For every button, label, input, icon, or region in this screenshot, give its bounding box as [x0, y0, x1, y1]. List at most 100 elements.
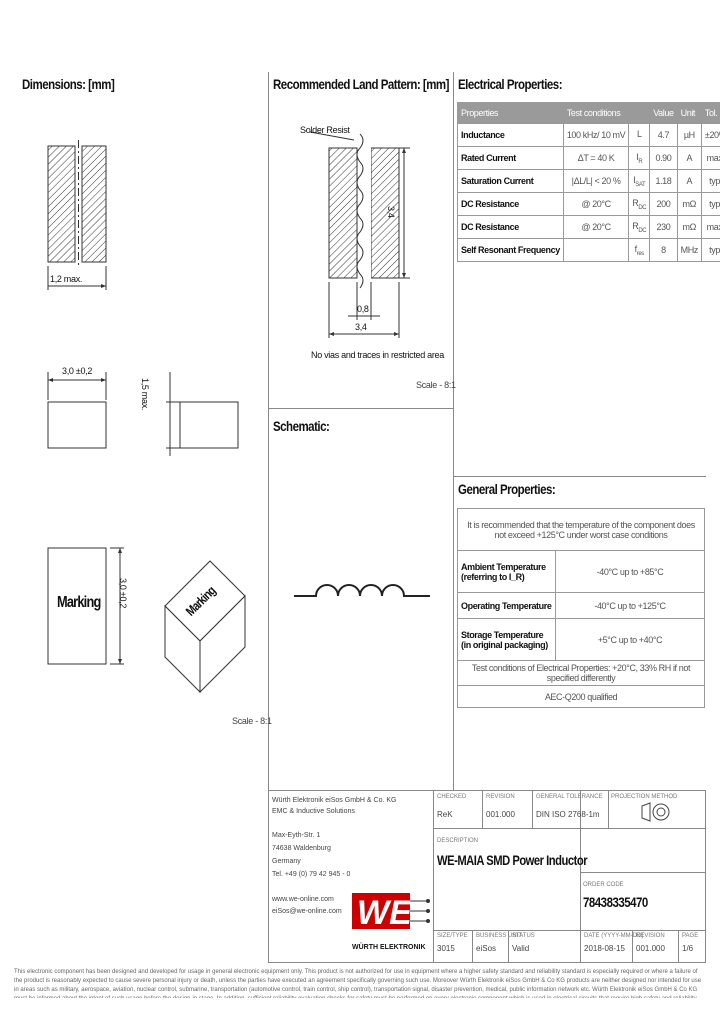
- value-cell: 8: [649, 238, 678, 262]
- table-row: DC Resistance @ 20°C RDC 230 mΩ max.: [457, 215, 720, 239]
- sym-cell: RDC: [628, 215, 651, 239]
- divider-right: [453, 72, 454, 790]
- land-pad-left: [328, 147, 358, 279]
- sym-cell: RDC: [628, 192, 651, 216]
- address-country: Germany: [272, 858, 301, 865]
- side-view-body: [179, 401, 239, 449]
- prop-cell: Inductance: [457, 123, 564, 147]
- value-cell: 4.7: [649, 123, 678, 147]
- projection-icon: [641, 802, 670, 822]
- tol-cell: typ.: [700, 238, 720, 262]
- table-row: Operating Temperature -40°C up to +125°C: [457, 592, 705, 619]
- iso-right: [199, 594, 246, 694]
- table-row: Self Resonant Frequency fres 8 MHz typ.: [457, 238, 720, 262]
- date-label: DATE (YYYY-MM-DD): [584, 933, 644, 939]
- projection-label: PROJECTION METHOD: [611, 794, 678, 800]
- land-pad-right: [370, 147, 400, 279]
- prop-cell: Self Resonant Frequency: [457, 238, 564, 262]
- revision-label: REVISION: [636, 933, 665, 939]
- general-value: -40°C up to +125°C: [555, 592, 705, 619]
- land-note: No vias and traces in restricted area: [311, 350, 444, 360]
- land-width-label: 3,4: [355, 322, 367, 332]
- table-row: AEC-Q200 qualified: [457, 685, 705, 708]
- electrical-heading: Electrical Properties:: [458, 76, 563, 92]
- company-name: Würth Elektronik eiSos GmbH & Co. KG: [272, 797, 397, 804]
- address-street: Max-Eyth-Str. 1: [272, 832, 321, 839]
- sym-cell: IR: [628, 146, 651, 170]
- col-properties: Properties: [457, 102, 564, 124]
- general-tol-label: GENERAL TOLERANCE: [536, 794, 603, 800]
- page-value: 1/6: [682, 944, 694, 953]
- title-block: [268, 790, 706, 963]
- we-logo: WE: [352, 893, 430, 932]
- col-value: Value: [649, 102, 678, 124]
- schematic-heading: Schematic:: [273, 418, 330, 434]
- sym-cell: L: [628, 123, 651, 147]
- table-row: Ambient Temperature (referring to I_R) -…: [457, 550, 705, 593]
- prop-cell: DC Resistance: [457, 215, 564, 239]
- table-row: Saturation Current |ΔL/L| < 20 % ISAT 1.…: [457, 169, 720, 193]
- value-cell: 200: [649, 192, 678, 216]
- size-value: 3015: [437, 944, 455, 953]
- aec-qualified: AEC-Q200 qualified: [457, 685, 705, 708]
- address-city: 74638 Waldenburg: [272, 845, 331, 852]
- land-scale: Scale - 8:1: [416, 380, 456, 390]
- front-view-body: [47, 401, 107, 449]
- status-value: Valid: [512, 944, 530, 953]
- product-description: WE-MAIA SMD Power Inductor: [437, 852, 588, 868]
- value-cell: 0.90: [649, 146, 678, 170]
- dimensions-drawing: [47, 140, 246, 694]
- prop-cell: DC Resistance: [457, 192, 564, 216]
- land-pad-label: 0,8: [357, 304, 369, 314]
- table-row: It is recommended that the temperature o…: [457, 508, 705, 551]
- pad-left: [47, 145, 76, 263]
- logo-text: WÜRTH ELEKTRONIK: [352, 944, 426, 951]
- created-label: CHECKED: [437, 794, 467, 800]
- value-cell: 1.18: [649, 169, 678, 193]
- height-label: 1,5 max.: [140, 378, 150, 411]
- email: eiSos@we-online.com: [272, 908, 342, 915]
- general-label: Ambient Temperature (referring to I_R): [457, 550, 556, 593]
- table-row: Rated Current ΔT = 40 K IR 0.90 A max.: [457, 146, 720, 170]
- description-label: DESCRIPTION: [437, 838, 479, 844]
- unit-cell: mΩ: [676, 192, 702, 216]
- table-row: Test conditions of Electrical Properties…: [457, 660, 705, 686]
- order-code-label: ORDER CODE: [583, 882, 624, 888]
- tol-cell: max.: [700, 215, 720, 239]
- website: www.we-online.com: [272, 896, 334, 903]
- general-label: Storage Temperature (in original packagi…: [457, 618, 556, 661]
- electrical-header-row: Properties Test conditions Value Unit To…: [457, 102, 720, 124]
- col-unit: Unit: [676, 102, 702, 124]
- footer-disclaimer: This electronic component has been desig…: [14, 969, 702, 998]
- pad-right: [81, 145, 107, 263]
- general-value: -40°C up to +85°C: [555, 550, 705, 593]
- business-label: BUSINESS UNIT: [476, 933, 523, 939]
- cond-cell: @ 20°C: [562, 215, 630, 239]
- solder-resist-label: Solder Resist: [300, 125, 350, 135]
- general-heading: General Properties:: [458, 481, 556, 497]
- land-pattern-drawing: [309, 131, 410, 338]
- sym-cell: fres: [628, 238, 651, 262]
- side-label: 3,0 ±0,2: [118, 578, 128, 609]
- tol-cell: ±20%: [700, 123, 720, 147]
- general-label: Operating Temperature: [457, 592, 556, 619]
- unit-cell: MHz: [676, 238, 702, 262]
- divider-general: [453, 476, 706, 477]
- company-division: EMC & Inductive Solutions: [272, 808, 355, 815]
- col-test-conditions: Test conditions: [562, 102, 630, 124]
- cond-cell: [562, 238, 630, 262]
- marking-text: Marking: [57, 594, 101, 611]
- electrical-table: Properties Test conditions Value Unit To…: [457, 102, 720, 262]
- date-value: 2018-08-15: [584, 944, 625, 953]
- cond-cell: @ 20°C: [562, 192, 630, 216]
- prop-cell: Saturation Current: [457, 169, 564, 193]
- sym-cell: ISAT: [628, 169, 651, 193]
- business-value: eiSos: [476, 944, 497, 953]
- size-label: SIZE/TYPE: [437, 933, 468, 939]
- table-row: DC Resistance @ 20°C RDC 200 mΩ typ.: [457, 192, 720, 216]
- cond-cell: ΔT = 40 K: [562, 146, 630, 170]
- unit-cell: mΩ: [676, 215, 702, 239]
- land-pattern-heading: Recommended Land Pattern: [mm]: [273, 76, 449, 92]
- general-value: +5°C up to +40°C: [555, 618, 705, 661]
- tol-cell: max.: [700, 146, 720, 170]
